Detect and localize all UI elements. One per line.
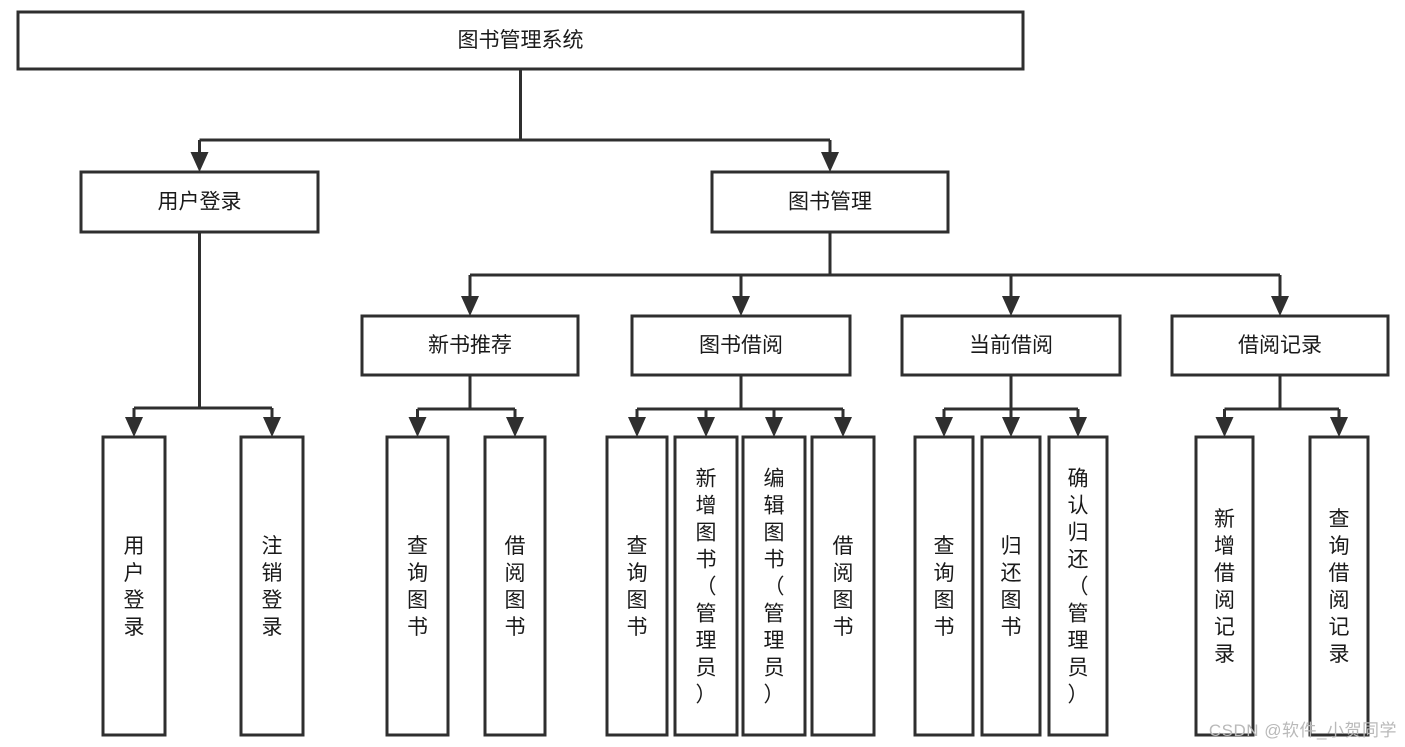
arrow-head-icon: [628, 417, 646, 437]
arrow-head-icon: [263, 417, 281, 437]
arrow-head-icon: [821, 152, 839, 172]
node-label: 图书借阅: [699, 334, 783, 357]
node-add-borrow-record[interactable]: 新增借阅记录: [1194, 435, 1255, 737]
arrow-head-icon: [834, 417, 852, 437]
node-box: [673, 435, 739, 737]
node-box: [913, 435, 975, 737]
arrow-head-icon: [461, 296, 479, 316]
node-borrow-record[interactable]: 借阅记录: [1170, 314, 1390, 377]
node-label: 用户登录: [124, 535, 145, 639]
node-box: [630, 314, 852, 377]
node-label: 归还图书: [1001, 535, 1022, 639]
arrow-head-icon: [408, 417, 427, 437]
arrow-head-icon: [935, 417, 953, 437]
node-box: [101, 435, 167, 737]
node-box: [810, 435, 876, 737]
node-box: [360, 314, 580, 377]
arrow-head-icon: [1069, 417, 1087, 437]
node-label: 查询借阅记录: [1329, 508, 1350, 666]
node-root[interactable]: 图书管理系统: [16, 10, 1025, 71]
node-box: [741, 435, 807, 737]
node-query-book-1[interactable]: 查询图书: [385, 435, 450, 737]
node-label: 新增借阅记录: [1214, 508, 1235, 666]
node-label: 注销登录: [262, 535, 283, 639]
node-user-logout[interactable]: 注销登录: [239, 435, 305, 737]
node-book-manage[interactable]: 图书管理: [710, 170, 950, 234]
node-borrow-book-2[interactable]: 借阅图书: [810, 435, 876, 737]
node-label: 借阅图书: [505, 535, 526, 639]
node-query-borrow-record[interactable]: 查询借阅记录: [1308, 435, 1370, 737]
node-label: 确认归还（管理员）: [1068, 468, 1089, 707]
node-box: [1308, 435, 1370, 737]
arrow-head-icon: [190, 152, 209, 172]
node-label: 查询图书: [934, 535, 955, 639]
node-user-login-do[interactable]: 用户登录: [101, 435, 167, 737]
arrow-head-icon: [697, 417, 715, 437]
node-query-book-3[interactable]: 查询图书: [913, 435, 975, 737]
connector-layer: [125, 69, 1348, 437]
node-edit-book-admin[interactable]: 编辑图书（管理员）: [741, 435, 807, 737]
node-label: 用户登录: [158, 191, 242, 214]
node-box: [900, 314, 1122, 377]
node-label: 图书管理: [788, 191, 872, 214]
node-label: 编辑图书（管理员）: [764, 468, 785, 707]
node-book-borrow[interactable]: 图书借阅: [630, 314, 852, 377]
arrow-head-icon: [1002, 296, 1020, 316]
arrow-head-icon: [732, 296, 750, 316]
node-borrow-book-1[interactable]: 借阅图书: [483, 435, 547, 737]
arrow-head-icon: [1271, 296, 1289, 316]
node-label: 查询图书: [407, 535, 428, 639]
node-label: 查询图书: [627, 535, 648, 639]
node-query-book-2[interactable]: 查询图书: [605, 435, 669, 737]
node-current-borrow[interactable]: 当前借阅: [900, 314, 1122, 377]
node-box: [1047, 435, 1109, 737]
node-box: [16, 10, 1025, 71]
arrow-head-icon: [765, 417, 783, 437]
node-box: [980, 435, 1042, 737]
node-box: [1194, 435, 1255, 737]
node-box: [79, 170, 320, 234]
node-box: [239, 435, 305, 737]
node-user-login[interactable]: 用户登录: [79, 170, 320, 234]
arrow-head-icon: [1330, 417, 1348, 437]
node-box: [1170, 314, 1390, 377]
arrow-head-icon: [125, 417, 143, 437]
node-label: 当前借阅: [969, 334, 1053, 357]
node-box: [385, 435, 450, 737]
node-return-book[interactable]: 归还图书: [980, 435, 1042, 737]
node-label: 图书管理系统: [458, 29, 584, 52]
node-confirm-return-admin[interactable]: 确认归还（管理员）: [1047, 435, 1109, 737]
node-layer: 图书管理系统用户登录用户登录注销登录图书管理新书推荐查询图书借阅图书图书借阅查询…: [16, 10, 1390, 737]
csdn-watermark: CSDN @软件_小贺同学: [1208, 721, 1397, 740]
node-label: 新书推荐: [428, 334, 512, 357]
node-box: [483, 435, 547, 737]
node-box: [710, 170, 950, 234]
node-new-book-recommend[interactable]: 新书推荐: [360, 314, 580, 377]
node-label: 借阅记录: [1238, 334, 1322, 357]
node-add-book-admin[interactable]: 新增图书（管理员）: [673, 435, 739, 737]
node-box: [605, 435, 669, 737]
arrow-head-icon: [1215, 417, 1234, 437]
arrow-head-icon: [506, 417, 524, 437]
node-label: 新增图书（管理员）: [696, 468, 717, 707]
node-label: 借阅图书: [833, 535, 854, 639]
arrow-head-icon: [1002, 417, 1020, 437]
